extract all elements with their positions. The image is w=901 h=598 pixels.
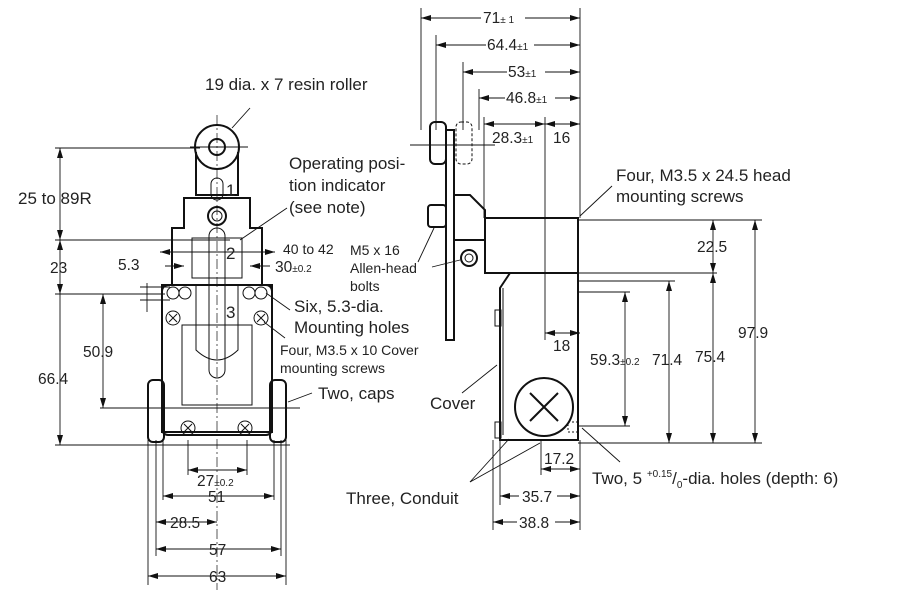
allen-bolt-lower xyxy=(460,249,478,267)
bolts-label-1: M5 x 16 xyxy=(350,242,400,258)
position-mark-2: 2 xyxy=(226,244,235,263)
bolts-label-2: Allen-head xyxy=(350,260,417,276)
lever-plate xyxy=(445,129,455,341)
head-screws-label-2: mounting screws xyxy=(616,187,744,206)
cover-window xyxy=(181,324,253,406)
mount-holes-label-2: Mounting holes xyxy=(294,318,409,337)
dim-22-5: 22.5 xyxy=(697,239,727,256)
roller-label: 19 dia. x 7 resin roller xyxy=(205,75,368,94)
position-mark-1: 1 xyxy=(226,181,235,200)
dim-30: 30±0.2 xyxy=(275,259,312,276)
dim-17-2: 17.2 xyxy=(544,451,574,468)
cap-right xyxy=(269,379,287,443)
dim-16: 16 xyxy=(553,130,570,147)
shaft-slot xyxy=(208,227,226,379)
side-view-labels: M5 x 16 Allen-head bolts Four, M3.5 x 24… xyxy=(346,166,838,508)
dim-radius: 25 to 89R xyxy=(18,189,92,208)
lever-hub-side xyxy=(453,194,486,241)
dim-5-3: 5.3 xyxy=(118,257,140,274)
side-view xyxy=(410,8,762,530)
dim-35-7: 35.7 xyxy=(522,489,552,506)
dim-97-9: 97.9 xyxy=(738,325,768,342)
dowel-holes-label: Two, 5 +0.15/0-dia. holes (depth: 6) xyxy=(592,469,838,491)
head-block xyxy=(484,217,579,274)
mount-holes-label-1: Six, 5.3-dia. xyxy=(294,297,384,316)
dim-50-9: 50.9 xyxy=(83,344,113,361)
dim-53: 53±1 xyxy=(508,64,537,81)
dim-27: 27±0.2 xyxy=(197,473,234,490)
front-view-labels: 19 dia. x 7 resin roller Operating posi-… xyxy=(205,75,419,403)
roller-side-alt xyxy=(455,121,473,165)
dim-18: 18 xyxy=(553,338,570,355)
roller-side xyxy=(429,121,447,165)
bolts-label-3: bolts xyxy=(350,278,380,294)
switch-body xyxy=(161,284,273,436)
conduit-label: Three, Conduit xyxy=(346,489,459,508)
dim-64-4: 64.4±1 xyxy=(487,37,529,54)
side-view-dimensions: 71± 1 64.4±1 53±1 46.8±1 28.3±1 16 22.5 … xyxy=(481,8,768,532)
caps-label: Two, caps xyxy=(318,384,395,403)
cover-screws-label-2: mounting screws xyxy=(280,360,385,376)
dim-40-to-42: 40 to 42 xyxy=(283,241,334,257)
dim-57: 57 xyxy=(209,542,226,559)
dim-28-3: 28.3±1 xyxy=(492,130,534,147)
indicator-label-3: (see note) xyxy=(289,198,366,217)
front-view-dimensions: 25 to 89R 23 5.3 40 to 42 30±0.2 50.9 66… xyxy=(18,189,334,586)
mounting-holes xyxy=(166,286,268,300)
cover-label: Cover xyxy=(430,394,476,413)
indicator-label-1: Operating posi- xyxy=(289,154,405,173)
dim-75-4: 75.4 xyxy=(695,349,726,366)
dim-71: 71± 1 xyxy=(483,10,515,27)
dim-38-8: 38.8 xyxy=(519,515,549,532)
cover-screws-label-1: Four, M3.5 x 10 Cover xyxy=(280,342,419,358)
dim-66-4: 66.4 xyxy=(38,371,69,388)
lever-arm xyxy=(195,152,239,196)
lever-slot xyxy=(210,177,224,201)
position-mark-3: 3 xyxy=(226,303,235,322)
allen-bolt xyxy=(427,204,447,228)
dim-51: 51 xyxy=(208,489,225,506)
dim-46-8: 46.8±1 xyxy=(506,90,548,107)
dim-63: 63 xyxy=(209,569,226,586)
indicator-label-2: tion indicator xyxy=(289,176,386,195)
head-screws-label-1: Four, M3.5 x 24.5 head xyxy=(616,166,791,185)
lever-hub xyxy=(207,206,227,226)
dim-28-5: 28.5 xyxy=(170,515,200,532)
conduit xyxy=(514,377,574,437)
front-view xyxy=(55,107,313,590)
dim-59-3: 59.3±0.2 xyxy=(590,352,640,369)
switch-body-side xyxy=(499,272,579,441)
cover-screws xyxy=(165,310,269,436)
dowel-hole xyxy=(567,421,579,433)
dim-23: 23 xyxy=(50,260,67,277)
dim-71-4: 71.4 xyxy=(652,352,683,369)
